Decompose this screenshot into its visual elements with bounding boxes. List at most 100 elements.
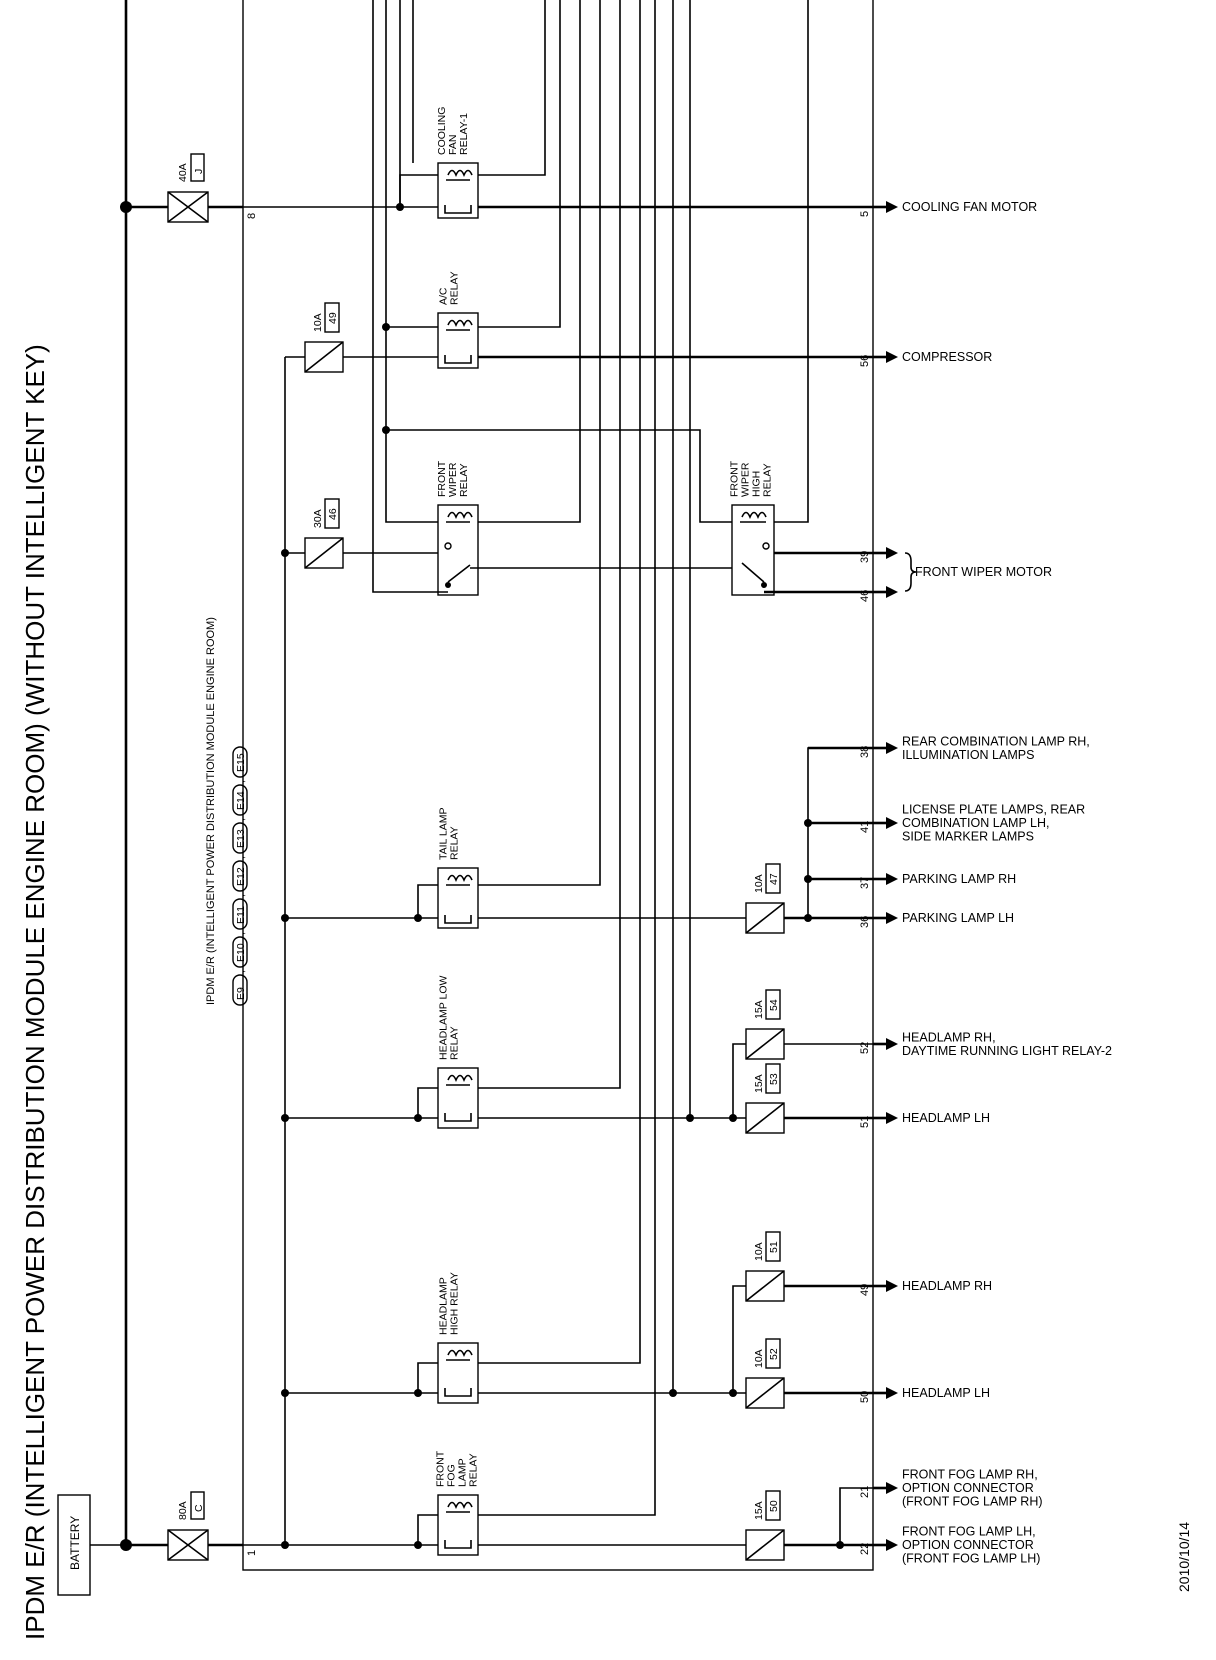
connector-badge <box>232 898 248 930</box>
output-arrow <box>886 873 898 885</box>
fuse-amp: 10A <box>312 313 324 332</box>
fuse-10a-47 <box>745 863 785 934</box>
module-pin: 38 <box>859 746 871 758</box>
module-pin: 52 <box>859 1042 871 1054</box>
relay-coil <box>447 319 473 327</box>
connector-separator: , <box>235 932 247 935</box>
output-label: (FRONT FOG LAMP LH) <box>902 1552 1040 1566</box>
junction-dot <box>281 549 289 557</box>
relay-body <box>437 1494 479 1556</box>
fuse-id: 51 <box>768 1241 780 1253</box>
connector-id: E10 <box>235 943 247 962</box>
wire <box>478 0 656 1516</box>
relay-contact <box>444 1388 472 1397</box>
output-arrow <box>886 817 898 829</box>
junction-dot <box>804 914 812 922</box>
output-label: HEADLAMP LH <box>902 1111 990 1125</box>
output-arrow <box>886 1038 898 1050</box>
relay-coil <box>447 874 473 882</box>
fuse-15a-54 <box>745 989 785 1060</box>
wire <box>385 327 438 523</box>
module-pin: 41 <box>859 821 871 833</box>
relay-coil <box>447 1074 473 1082</box>
fuse-id: 53 <box>768 1073 780 1085</box>
output-arrow <box>886 1387 898 1399</box>
fuse-amp: 15A <box>753 1000 765 1019</box>
fuse-10a-49 <box>304 302 344 373</box>
output-label: HEADLAMP RH <box>902 1279 992 1293</box>
fusible-link-80a <box>167 1491 209 1561</box>
module-label: IPDM E/R (INTELLIGENT POWER DISTRIBUTION… <box>205 617 217 1005</box>
output-label: REAR COMBINATION LAMP RH, <box>902 734 1090 748</box>
module-pin: 21 <box>859 1486 871 1498</box>
relay-contact <box>444 542 452 550</box>
fuse-id-box <box>765 989 781 1020</box>
wire <box>372 0 448 593</box>
relay-contact <box>444 205 472 214</box>
fuse-id: 52 <box>768 1348 780 1360</box>
output-label: OPTION CONNECTOR <box>902 1538 1034 1552</box>
output-label: (FRONT FOG LAMP RH) <box>902 1495 1043 1509</box>
relay-label: HEADLAMP <box>438 1277 450 1335</box>
relay-label: A/C <box>438 287 450 305</box>
junction-dot <box>414 1114 422 1122</box>
wire <box>385 0 438 328</box>
junction-dot <box>804 819 812 827</box>
fuse-body <box>745 902 785 934</box>
output-pin-39: 39 <box>859 547 898 563</box>
wire <box>478 0 621 1089</box>
relay-label: WIPER <box>740 462 752 497</box>
wire <box>478 0 641 1364</box>
relay-label: COOLING <box>436 107 448 155</box>
module-pin: 1 <box>246 1550 258 1556</box>
junction-dot <box>445 582 451 588</box>
relay-label: FRONT <box>435 1450 447 1487</box>
fuse-10a-51 <box>745 1231 785 1302</box>
module-pin: 22 <box>859 1543 871 1555</box>
fuse-amp: 10A <box>753 1242 765 1261</box>
module-pin: 37 <box>859 877 871 889</box>
output-label: FRONT FOG LAMP LH, <box>902 1525 1036 1539</box>
wire <box>399 174 438 207</box>
relay-ac <box>437 312 479 369</box>
connector-separator: , <box>235 970 247 973</box>
fusible-link-amp: 40A <box>177 163 189 182</box>
relay-cooling-fan-1 <box>437 162 479 219</box>
wire <box>732 1043 746 1118</box>
output-arrow <box>886 912 898 924</box>
fuse-body <box>304 537 344 569</box>
relay-label: RELAY <box>449 1026 461 1060</box>
fuse-element <box>745 902 785 934</box>
connector-separator: , <box>235 780 247 783</box>
output-label: SIDE MARKER LAMPS <box>902 830 1034 844</box>
relay-contact <box>444 355 472 364</box>
relay-label: HIGH RELAY <box>449 1272 461 1335</box>
junction-dot <box>804 875 812 883</box>
output-label: HEADLAMP RH, <box>902 1030 996 1044</box>
fuse-id-box <box>324 498 340 529</box>
wire <box>732 1285 746 1393</box>
relay-switch <box>447 564 471 583</box>
connector-badge <box>232 746 248 778</box>
output-label: PARKING LAMP RH <box>902 872 1016 886</box>
junction-dot <box>761 582 767 588</box>
fuse-element <box>304 341 344 373</box>
wire <box>478 0 546 176</box>
output-arrow <box>886 1482 898 1494</box>
battery: BATTERY <box>57 1494 91 1596</box>
fuse-30a-46 <box>304 498 344 569</box>
fuse-amp: 15A <box>753 1501 765 1520</box>
relay-contact <box>444 915 472 924</box>
relay-front-wiper <box>437 504 479 596</box>
relay-coil <box>447 1349 473 1357</box>
wire <box>478 0 601 886</box>
fuse-amp: 30A <box>312 509 324 528</box>
output-arrow <box>886 351 898 363</box>
relay-body <box>731 504 775 596</box>
fuse-amp: 15A <box>753 1074 765 1093</box>
